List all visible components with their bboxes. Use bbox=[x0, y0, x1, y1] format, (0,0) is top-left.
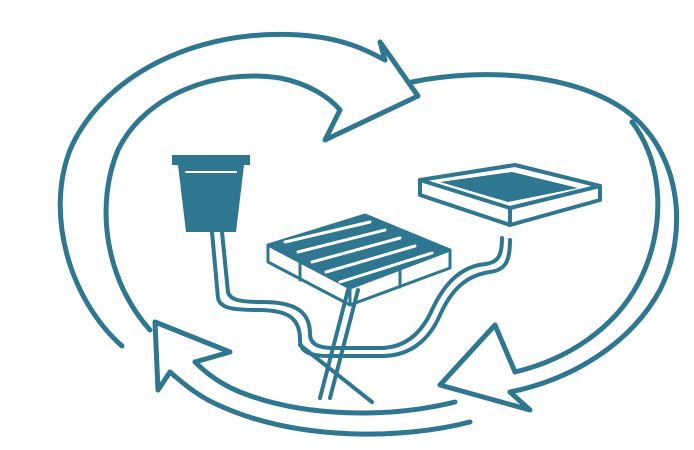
pot-icon bbox=[172, 155, 250, 232]
tray-icon bbox=[420, 165, 600, 225]
right-arrow-icon bbox=[412, 75, 677, 410]
